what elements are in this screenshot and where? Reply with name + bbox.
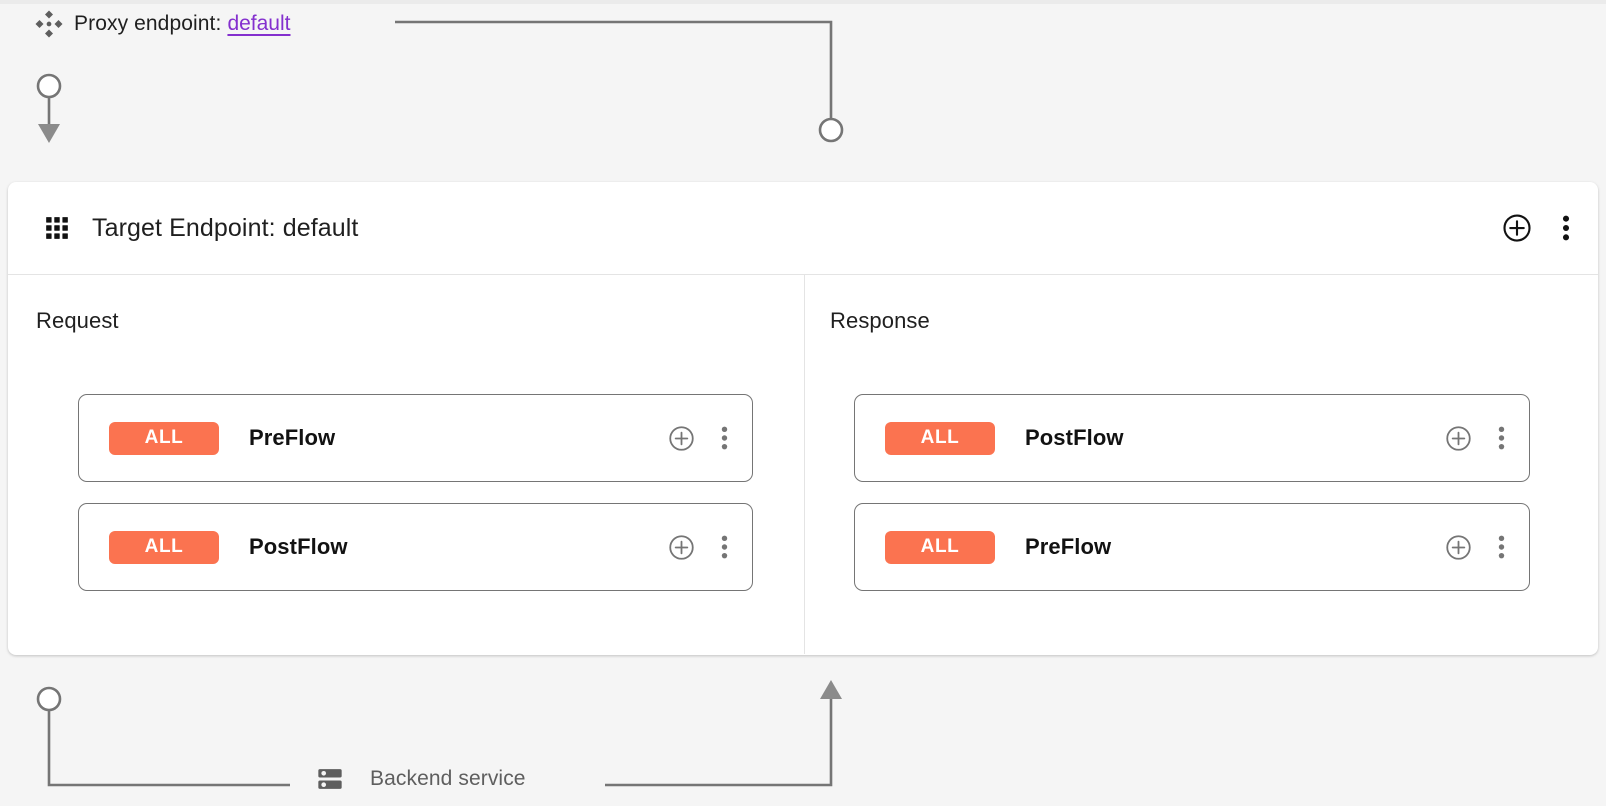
node-circle-target-out: [36, 686, 62, 712]
flow-card-actions: [668, 534, 728, 561]
add-circle-icon: [669, 534, 694, 560]
connector-backend-to-response: [605, 697, 833, 787]
backend-service-row[interactable]: Backend service: [316, 752, 526, 806]
proxy-endpoint-link[interactable]: default: [227, 12, 291, 35]
top-edge-strip: [0, 0, 1606, 4]
flow-badge: ALL: [109, 421, 219, 455]
add-step-button[interactable]: [1445, 534, 1472, 561]
target-endpoint-header: Target Endpoint: default: [8, 182, 1598, 275]
flow-columns: Request ALL PreFlow: [8, 275, 1598, 654]
flow-more-menu-button[interactable]: [1498, 425, 1505, 451]
panel-header-actions: [1502, 213, 1570, 243]
more-vert-icon: [1498, 535, 1505, 559]
flow-name: PostFlow: [249, 534, 348, 559]
flow-more-menu-button[interactable]: [721, 534, 728, 560]
panel-title: Target Endpoint: default: [92, 213, 359, 242]
connector-proxy-to-target: [395, 20, 833, 120]
request-column-heading: Request: [36, 308, 119, 333]
flow-name: PreFlow: [249, 425, 336, 450]
flow-badge: ALL: [885, 530, 995, 564]
add-step-button[interactable]: [668, 425, 695, 452]
flow-card-response-postflow[interactable]: ALL PostFlow: [854, 394, 1530, 482]
arrowhead-proxy-down: [38, 124, 60, 143]
more-vert-icon: [1498, 426, 1505, 450]
flow-badge: ALL: [109, 530, 219, 564]
flow-name: PreFlow: [1025, 534, 1112, 559]
add-circle-icon: [1446, 425, 1471, 451]
flow-card-request-postflow[interactable]: ALL PostFlow: [78, 503, 753, 591]
add-circle-icon: [1446, 534, 1471, 560]
response-column: Response ALL PostFlow: [805, 275, 1597, 654]
flow-card-request-preflow[interactable]: ALL PreFlow: [78, 394, 753, 482]
arrowhead-backend-up: [820, 680, 842, 699]
hub-diamond-icon: [35, 10, 63, 38]
node-circle-target-in: [818, 117, 844, 143]
more-vert-icon: [721, 426, 728, 450]
add-policy-button[interactable]: [1502, 213, 1532, 243]
flow-more-menu-button[interactable]: [1498, 534, 1505, 560]
target-endpoint-panel: Target Endpoint: default: [8, 182, 1598, 655]
panel-more-menu-button[interactable]: [1562, 214, 1570, 242]
more-vert-icon: [721, 535, 728, 559]
proxy-endpoint-row: Proxy endpoint: default: [34, 6, 291, 42]
backend-service-label: Backend service: [370, 767, 526, 790]
response-column-heading: Response: [830, 308, 930, 333]
add-step-button[interactable]: [668, 534, 695, 561]
flow-card-actions: [1445, 534, 1505, 561]
flow-card-response-preflow[interactable]: ALL PreFlow: [854, 503, 1530, 591]
more-vert-icon: [1562, 215, 1570, 241]
flow-card-actions: [1445, 425, 1505, 452]
node-circle-proxy-out: [36, 73, 62, 99]
flow-badge: ALL: [885, 421, 995, 455]
add-step-button[interactable]: [1445, 425, 1472, 452]
add-circle-icon: [1503, 214, 1531, 242]
server-rack-icon: [318, 769, 342, 789]
flow-card-actions: [668, 425, 728, 452]
grid-dots-icon: [46, 217, 68, 239]
flow-more-menu-button[interactable]: [721, 425, 728, 451]
flow-name: PostFlow: [1025, 425, 1124, 450]
add-circle-icon: [669, 425, 694, 451]
request-column: Request ALL PreFlow: [8, 275, 805, 654]
proxy-endpoint-label: Proxy endpoint:: [74, 12, 222, 35]
connector-target-to-backend: [47, 711, 290, 787]
